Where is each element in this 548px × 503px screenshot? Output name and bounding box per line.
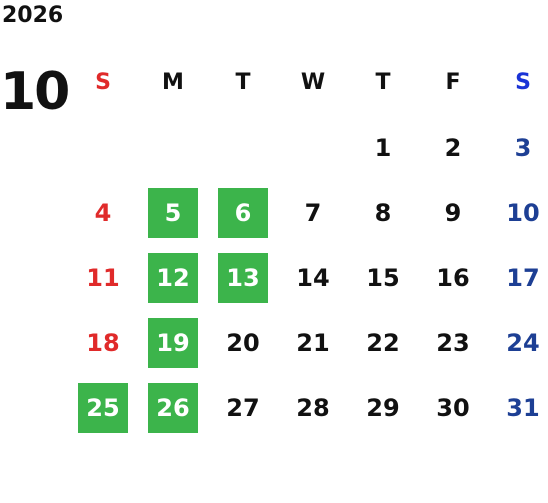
day-cell-highlighted[interactable]: 6 <box>208 180 278 245</box>
weekday-header-friday: F <box>445 70 461 95</box>
day-number <box>148 123 198 173</box>
day-number: 9 <box>444 198 462 227</box>
day-cell[interactable]: 31 <box>488 375 548 440</box>
day-number: 13 <box>218 252 268 303</box>
day-cell[interactable]: 10 <box>488 180 548 245</box>
day-cell <box>208 115 278 180</box>
day-number: 19 <box>148 317 198 368</box>
day-cell-highlighted[interactable]: 25 <box>68 375 138 440</box>
month-number: 10 <box>0 62 70 122</box>
day-cell[interactable]: 29 <box>348 375 418 440</box>
day-number: 17 <box>506 263 540 292</box>
day-number: 8 <box>374 198 392 227</box>
day-cell[interactable]: 30 <box>418 375 488 440</box>
day-cell-highlighted[interactable]: 12 <box>138 245 208 310</box>
day-cell[interactable]: 15 <box>348 245 418 310</box>
day-cell[interactable]: 18 <box>68 310 138 375</box>
calendar-grid: S M T W T F S 1 2 3 4 5 6 7 8 9 10 11 12… <box>68 50 548 440</box>
day-number: 21 <box>296 328 330 357</box>
day-number: 29 <box>366 393 400 422</box>
day-cell[interactable]: 17 <box>488 245 548 310</box>
day-cell[interactable]: 16 <box>418 245 488 310</box>
day-cell <box>68 115 138 180</box>
day-cell[interactable]: 23 <box>418 310 488 375</box>
day-number: 4 <box>94 198 112 227</box>
day-cell[interactable]: 2 <box>418 115 488 180</box>
weekday-header-sunday: S <box>95 70 111 95</box>
day-number: 1 <box>374 133 392 162</box>
day-number: 20 <box>226 328 260 357</box>
day-cell[interactable]: 27 <box>208 375 278 440</box>
day-cell[interactable]: 22 <box>348 310 418 375</box>
day-cell-highlighted[interactable]: 26 <box>138 375 208 440</box>
day-number: 10 <box>506 198 540 227</box>
day-number: 23 <box>436 328 470 357</box>
day-cell[interactable]: 9 <box>418 180 488 245</box>
day-number: 12 <box>148 252 198 303</box>
day-number: 11 <box>86 263 120 292</box>
day-number: 30 <box>436 393 470 422</box>
day-number: 31 <box>506 393 540 422</box>
day-cell[interactable]: 4 <box>68 180 138 245</box>
day-number: 2 <box>444 133 462 162</box>
weekday-header-tuesday: T <box>235 70 251 95</box>
day-cell[interactable]: 8 <box>348 180 418 245</box>
day-cell[interactable]: 21 <box>278 310 348 375</box>
weekday-header-saturday: S <box>515 70 531 95</box>
day-number <box>78 123 128 173</box>
day-number: 26 <box>148 382 198 433</box>
weekday-header-wednesday: W <box>300 70 326 95</box>
day-number: 15 <box>366 263 400 292</box>
day-cell[interactable]: 3 <box>488 115 548 180</box>
day-number: 25 <box>78 382 128 433</box>
day-number: 16 <box>436 263 470 292</box>
day-number: 6 <box>218 187 268 238</box>
day-cell[interactable]: 7 <box>278 180 348 245</box>
day-number: 24 <box>506 328 540 357</box>
day-cell-highlighted[interactable]: 5 <box>138 180 208 245</box>
year-label: 2026 <box>2 3 64 28</box>
day-cell <box>138 115 208 180</box>
weekday-header-thursday: T <box>375 70 391 95</box>
day-cell[interactable]: 14 <box>278 245 348 310</box>
day-number: 28 <box>296 393 330 422</box>
day-cell[interactable]: 24 <box>488 310 548 375</box>
day-number: 7 <box>304 198 322 227</box>
day-number: 22 <box>366 328 400 357</box>
day-cell[interactable]: 11 <box>68 245 138 310</box>
day-cell <box>278 115 348 180</box>
day-cell[interactable]: 28 <box>278 375 348 440</box>
day-cell-highlighted[interactable]: 19 <box>138 310 208 375</box>
day-number: 18 <box>86 328 120 357</box>
day-number: 3 <box>514 133 532 162</box>
day-cell[interactable]: 1 <box>348 115 418 180</box>
day-number <box>288 123 338 173</box>
day-cell-highlighted[interactable]: 13 <box>208 245 278 310</box>
weekday-header-monday: M <box>162 70 184 95</box>
day-number: 27 <box>226 393 260 422</box>
day-number <box>218 123 268 173</box>
day-cell[interactable]: 20 <box>208 310 278 375</box>
day-number: 14 <box>296 263 330 292</box>
day-number: 5 <box>148 187 198 238</box>
